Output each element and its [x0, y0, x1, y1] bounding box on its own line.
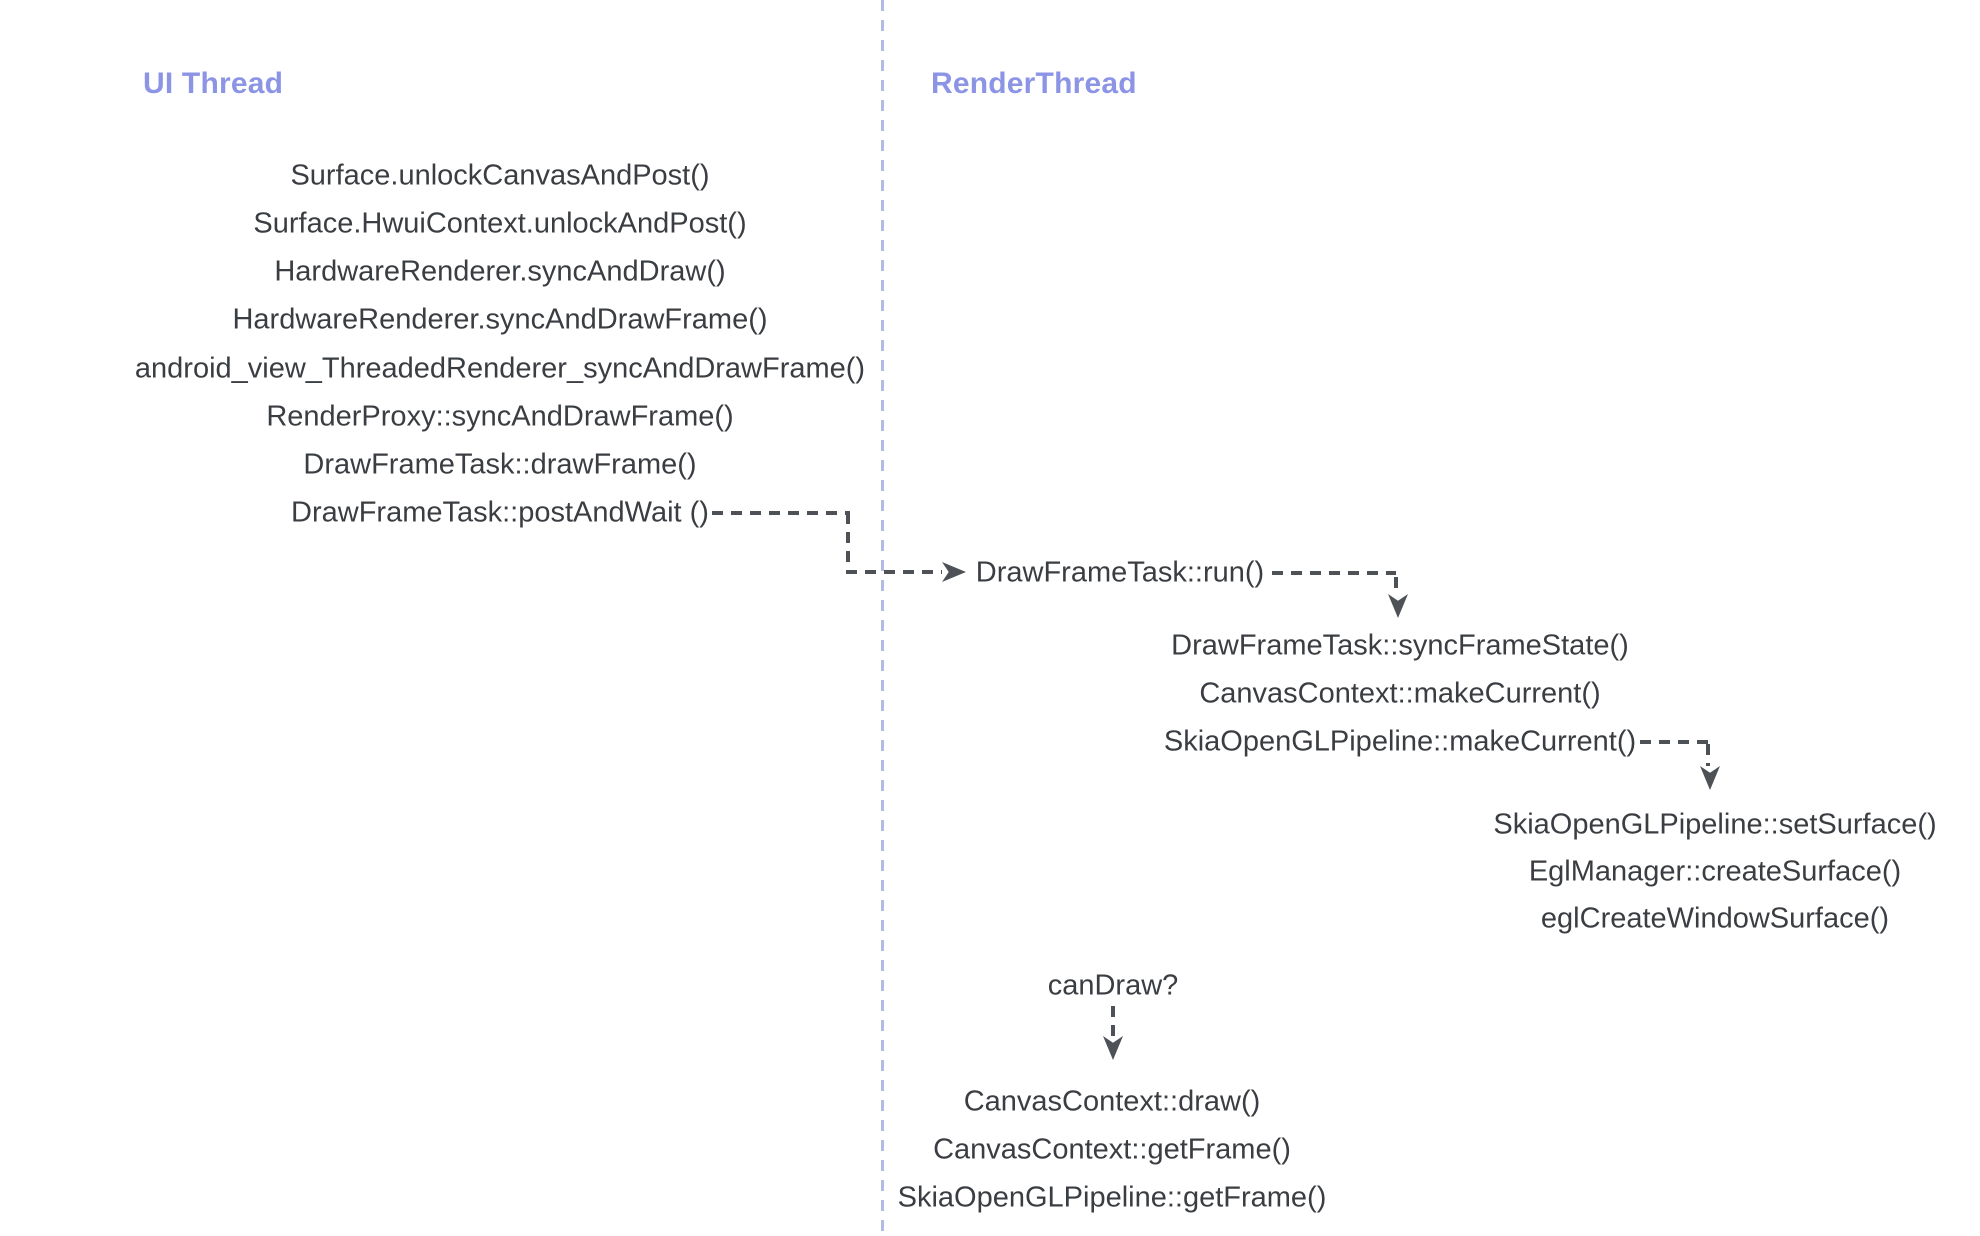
rt-call-canvas-context-get-frame: CanvasContext::getFrame() [933, 1133, 1291, 1166]
lane-title-render-thread: RenderThread [931, 67, 1137, 100]
ui-call-render-proxy-sync-and-draw-frame: RenderProxy::syncAndDrawFrame() [266, 400, 734, 433]
arrow-down-icon [1103, 1036, 1123, 1060]
ui-call-sync-and-draw: HardwareRenderer.syncAndDraw() [274, 255, 726, 288]
lane-title-ui-thread: UI Thread [143, 67, 284, 100]
rt-call-egl-manager-create-surface: EglManager::createSurface() [1528, 855, 1902, 888]
connector-post-and-wait-horizontal [712, 511, 850, 515]
connector-run-horizontal [1272, 571, 1396, 575]
ui-call-unlock-canvas-and-post: Surface.unlockCanvasAndPost() [290, 159, 710, 192]
arrow-right-icon [942, 562, 966, 582]
rt-call-skia-pipeline-set-surface: SkiaOpenGLPipeline::setSurface() [1493, 808, 1937, 841]
connector-make-current-horizontal [1640, 740, 1710, 744]
connector-make-current-vertical [1706, 744, 1710, 766]
connector-run-vertical [1394, 577, 1398, 594]
rt-call-egl-create-window-surface: eglCreateWindowSurface() [1540, 902, 1890, 935]
rt-call-canvas-context-make-current: CanvasContext::makeCurrent() [1199, 677, 1601, 710]
rt-call-skia-pipeline-get-frame: SkiaOpenGLPipeline::getFrame() [897, 1181, 1327, 1214]
arrow-down-icon [1700, 766, 1720, 790]
rt-call-canvas-context-draw: CanvasContext::draw() [963, 1085, 1261, 1118]
ui-call-sync-and-draw-frame: HardwareRenderer.syncAndDrawFrame() [232, 303, 768, 336]
ui-call-draw-frame-task-post-and-wait: DrawFrameTask::postAndWait () [291, 496, 709, 529]
connector-post-and-wait-vertical [846, 513, 850, 572]
connector-post-and-wait-horizontal-2 [846, 570, 942, 574]
rt-call-draw-frame-task-run: DrawFrameTask::run() [975, 556, 1265, 589]
thread-separator-line [881, 0, 884, 1236]
ui-call-hwuicontext-unlock-and-post: Surface.HwuiContext.unlockAndPost() [253, 207, 747, 240]
connector-can-draw-vertical [1111, 1006, 1115, 1036]
ui-call-threaded-renderer-sync-and-draw-frame: android_view_ThreadedRenderer_syncAndDra… [134, 352, 866, 385]
rt-call-sync-frame-state: DrawFrameTask::syncFrameState() [1171, 629, 1629, 662]
ui-call-draw-frame-task-draw-frame: DrawFrameTask::drawFrame() [303, 448, 697, 481]
arrow-down-icon [1388, 594, 1408, 618]
rt-condition-can-draw: canDraw? [1047, 969, 1179, 1002]
rt-call-skia-pipeline-make-current: SkiaOpenGLPipeline::makeCurrent() [1163, 725, 1637, 758]
